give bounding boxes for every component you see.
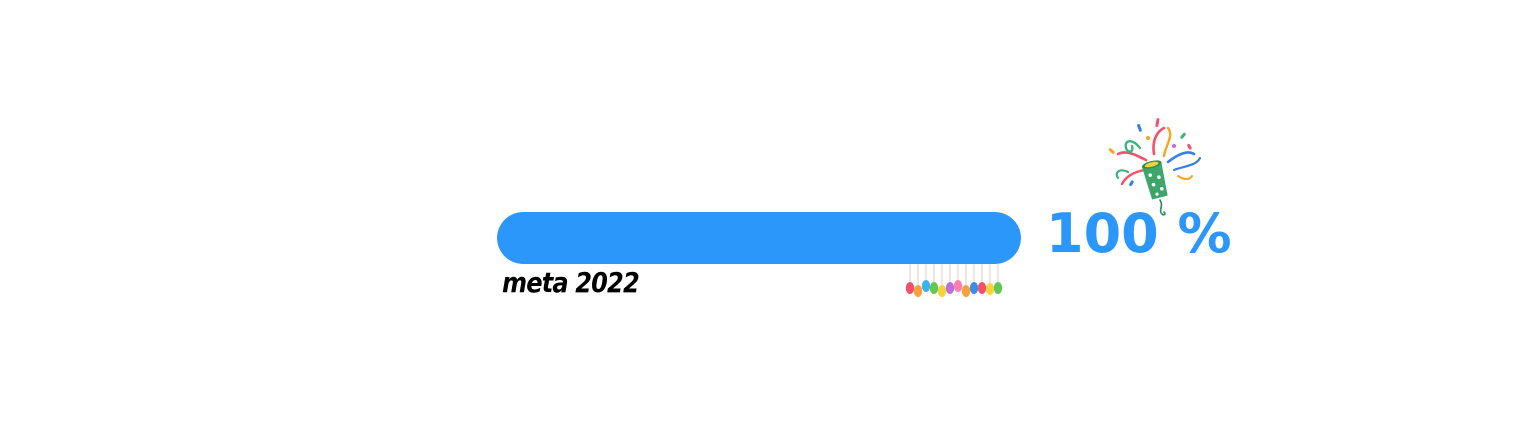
balloon bbox=[913, 285, 923, 297]
balloon bbox=[905, 282, 915, 294]
balloon bbox=[993, 282, 1003, 294]
goal-label: meta 2022 bbox=[502, 266, 640, 299]
balloon bbox=[961, 285, 971, 297]
balloon bbox=[977, 282, 987, 294]
balloon bbox=[985, 283, 995, 295]
balloon bbox=[953, 280, 963, 292]
progress-percent: 100 % bbox=[1046, 202, 1232, 265]
balloon-garland-icon bbox=[905, 264, 1003, 297]
balloon bbox=[969, 282, 979, 294]
balloon bbox=[929, 282, 939, 294]
balloon bbox=[921, 280, 931, 292]
balloon bbox=[945, 282, 955, 294]
balloon bbox=[937, 285, 947, 297]
party-popper-icon bbox=[1108, 118, 1202, 216]
progress-bar-fill bbox=[497, 212, 1021, 264]
progress-bar-track bbox=[497, 212, 1021, 264]
